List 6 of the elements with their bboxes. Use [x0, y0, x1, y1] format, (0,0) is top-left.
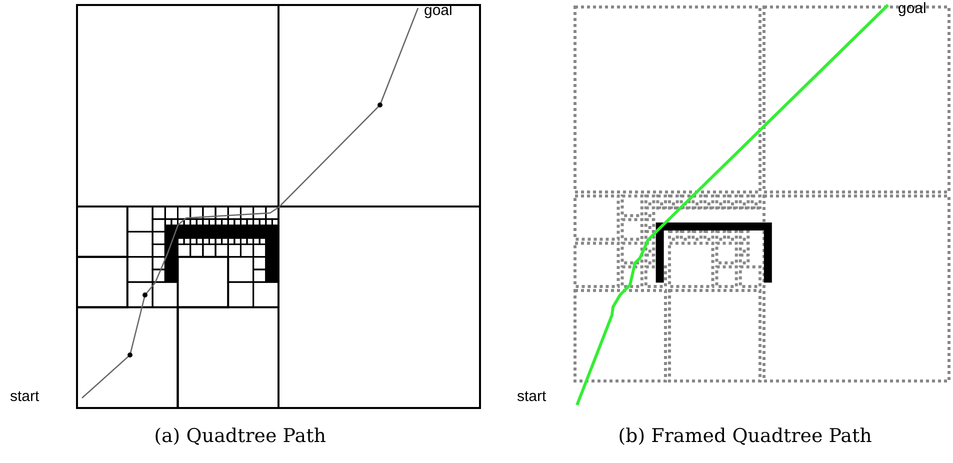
- goal-label: goal: [898, 0, 926, 17]
- figure-caption: (a) Quadtree Path: [154, 425, 326, 447]
- start-label: start: [10, 388, 40, 405]
- goal-label: goal: [424, 2, 452, 19]
- start-label: start: [517, 388, 546, 405]
- figure-caption: (b) Framed Quadtree Path: [618, 425, 872, 447]
